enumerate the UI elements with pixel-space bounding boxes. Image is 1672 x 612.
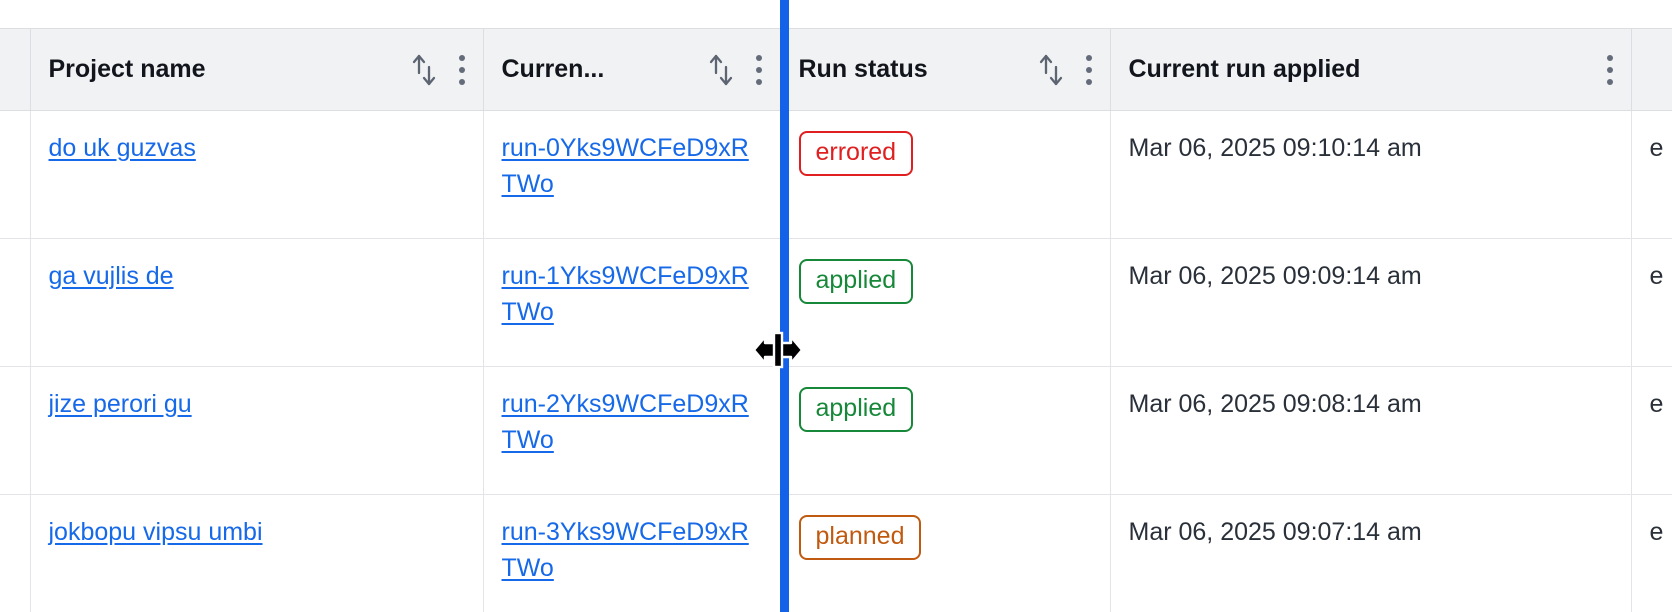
- status-badge: applied: [798, 259, 914, 304]
- column-header-select: [0, 28, 31, 111]
- run-id-link[interactable]: run-2Yks9WCFeD9xRTWo: [501, 390, 749, 454]
- sort-arrows-icon[interactable]: [1038, 53, 1064, 87]
- cell-next_column: e: [1631, 494, 1672, 612]
- column-header-tools-run_status: [1038, 53, 1092, 87]
- table-row[interactable]: do uk guzvas run-0Yks9WCFeD9xRTWo errored M…: [0, 110, 1672, 239]
- column-header-label-run_status: Run status: [798, 55, 928, 83]
- cell-select: [0, 110, 31, 239]
- table-row[interactable]: jokbopu vipsu umbi run-3Yks9WCFeD9xRTWo pl…: [0, 494, 1672, 612]
- cell-select: [0, 494, 31, 612]
- run-id-link[interactable]: run-3Yks9WCFeD9xRTWo: [501, 518, 749, 582]
- cell-text-current_run_applied: Mar 06, 2025 09:08:14 am: [1128, 390, 1422, 418]
- run-id-link[interactable]: run-0Yks9WCFeD9xRTWo: [501, 134, 749, 198]
- cell-current_run: run-1Yks9WCFeD9xRTWo: [483, 238, 781, 367]
- run-id-link[interactable]: run-1Yks9WCFeD9xRTWo: [501, 262, 749, 326]
- cell-run_status: applied: [780, 238, 1111, 367]
- cell-project_name: jize perori gu: [30, 366, 484, 495]
- cell-select: [0, 238, 31, 367]
- status-badge: planned: [798, 515, 922, 560]
- column-header-label-project_name: Project name: [48, 55, 206, 83]
- table-header-row: Project name Curren... Run status Current r…: [0, 28, 1672, 111]
- cell-run_status: applied: [780, 366, 1111, 495]
- cell-current_run: run-3Yks9WCFeD9xRTWo: [483, 494, 781, 612]
- cell-current_run_applied: Mar 06, 2025 09:10:14 am: [1110, 110, 1632, 239]
- cell-select: [0, 366, 31, 495]
- cell-project_name: jokbopu vipsu umbi: [30, 494, 484, 612]
- cell-current_run_applied: Mar 06, 2025 09:08:14 am: [1110, 366, 1632, 495]
- cell-next_column: e: [1631, 238, 1672, 367]
- column-header-project_name[interactable]: Project name: [30, 28, 484, 111]
- column-header-tools-current_run: [708, 53, 762, 87]
- project-name-link[interactable]: jize perori gu: [48, 390, 192, 418]
- column-header-label-current_run_applied: Current run applied: [1128, 55, 1361, 83]
- kebab-menu-icon[interactable]: [1606, 54, 1613, 85]
- project-name-link[interactable]: jokbopu vipsu umbi: [48, 518, 263, 546]
- kebab-menu-icon[interactable]: [755, 54, 762, 85]
- kebab-menu-icon[interactable]: [458, 54, 465, 85]
- cell-next_column: e: [1631, 366, 1672, 495]
- status-badge: errored: [798, 131, 914, 176]
- column-header-current_run[interactable]: Curren...: [483, 28, 781, 111]
- table-header: Project name Curren... Run status Current r…: [0, 28, 1672, 111]
- cell-text-current_run_applied: Mar 06, 2025 09:07:14 am: [1128, 518, 1422, 546]
- column-header-current_run_applied[interactable]: Current run applied: [1110, 28, 1632, 111]
- cell-current_run: run-2Yks9WCFeD9xRTWo: [483, 366, 781, 495]
- column-header-run_status[interactable]: Run status: [780, 28, 1111, 111]
- status-badge: applied: [798, 387, 914, 432]
- column-header-label-current_run: Curren...: [501, 55, 605, 83]
- projects-data-table: Project name Curren... Run status Current r…: [0, 28, 1672, 612]
- cell-text-next_column: e: [1649, 262, 1664, 290]
- kebab-menu-icon[interactable]: [1085, 54, 1092, 85]
- sort-arrows-icon[interactable]: [708, 53, 734, 87]
- top-whitespace-strip: [0, 0, 1672, 28]
- project-name-link[interactable]: ga vujlis de: [48, 262, 174, 290]
- cell-text-next_column: e: [1649, 390, 1664, 418]
- cell-text-next_column: e: [1649, 134, 1664, 162]
- cell-text-next_column: e: [1649, 518, 1664, 546]
- column-header-next_column[interactable]: V: [1631, 28, 1672, 111]
- cell-text-current_run_applied: Mar 06, 2025 09:10:14 am: [1128, 134, 1422, 162]
- cell-project_name: ga vujlis de: [30, 238, 484, 367]
- table-row[interactable]: ga vujlis de run-1Yks9WCFeD9xRTWo applied M…: [0, 238, 1672, 367]
- project-name-link[interactable]: do uk guzvas: [48, 134, 196, 162]
- column-header-tools-current_run_applied: [1606, 54, 1613, 85]
- sort-arrows-icon[interactable]: [411, 53, 437, 87]
- cell-next_column: e: [1631, 110, 1672, 239]
- cell-project_name: do uk guzvas: [30, 110, 484, 239]
- cell-run_status: planned: [780, 494, 1111, 612]
- cell-current_run_applied: Mar 06, 2025 09:07:14 am: [1110, 494, 1632, 612]
- cell-run_status: errored: [780, 110, 1111, 239]
- cell-current_run: run-0Yks9WCFeD9xRTWo: [483, 110, 781, 239]
- cell-current_run_applied: Mar 06, 2025 09:09:14 am: [1110, 238, 1632, 367]
- table-row[interactable]: jize perori gu run-2Yks9WCFeD9xRTWo applie…: [0, 366, 1672, 495]
- column-header-tools-project_name: [411, 53, 465, 87]
- cell-text-current_run_applied: Mar 06, 2025 09:09:14 am: [1128, 262, 1422, 290]
